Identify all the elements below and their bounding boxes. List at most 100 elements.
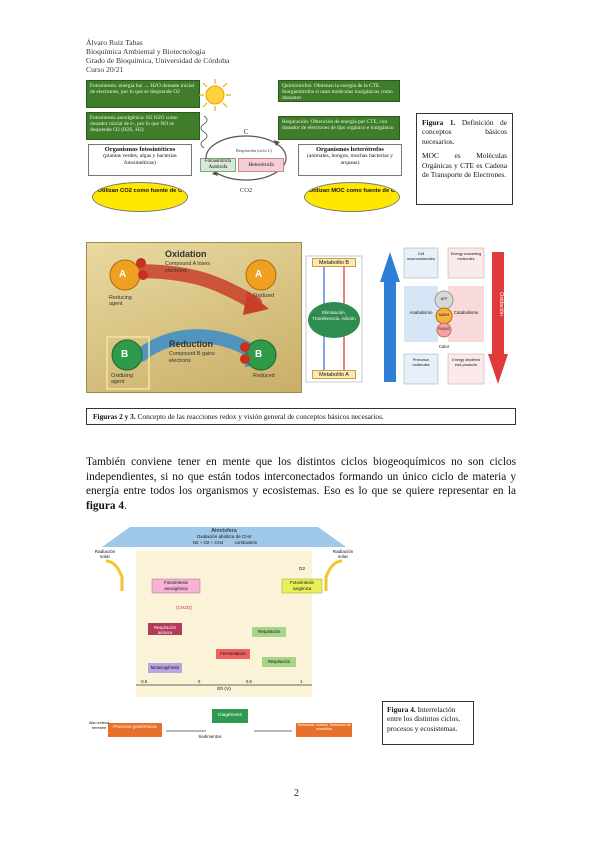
diagenesis-label: Diagénesis <box>218 713 242 718</box>
figure-1-caption: Figura 1. Definición de conceptos básico… <box>416 113 513 205</box>
solar-radiation-right <box>324 559 343 591</box>
reduction-axis-label: Reducción <box>364 300 370 326</box>
document-header: Álvaro Ruiz Tabas Bioquímica Ambiental y… <box>86 38 229 74</box>
anoxygenic-label: Fotosíntesis anoxigénica <box>164 580 188 591</box>
redox-panel-frame <box>305 255 363 383</box>
respiration-label-a: Respiración <box>257 629 281 634</box>
heterotroph-box: Organismos heterótrofos (animales, hongo… <box>298 144 402 176</box>
gases-label: N2 + O2 + CH4 <box>192 540 224 545</box>
cell-macro-text: Cell macromolecules <box>407 252 435 261</box>
fad-label: FADH2 <box>438 327 450 331</box>
reduction-title: Reduction <box>169 339 213 349</box>
o2-label: O2 <box>298 567 306 572</box>
precursor-text: Precursor molecules <box>412 358 430 367</box>
eh-tick: 0.5 <box>246 679 252 684</box>
figure-1-abbrev: MOC es Moléculas Orgánicas y CTE es Cade… <box>422 151 507 180</box>
eh-axis-label: Eh (V) <box>217 687 231 692</box>
heterotroph-subtitle: (animales, hongos, muchas bacterias y ar… <box>306 153 394 166</box>
oxidation-arrowhead <box>243 291 269 315</box>
catabolism-band <box>448 286 484 342</box>
heat-label: Calor <box>438 344 450 349</box>
co2-label: CO2 <box>240 187 252 194</box>
anoxic-respiration-box <box>148 623 182 635</box>
label-a-oxidized: A <box>255 269 263 280</box>
electron-icon <box>138 270 148 280</box>
tectonic-box <box>296 723 352 737</box>
heterotroph-label-box: Heterótrofa <box>238 158 284 172</box>
figure-4-biogeochemical-cycles: Atmósfera Oxidación abiótica de CH4 N2 +… <box>86 521 362 750</box>
label-a: A <box>119 269 127 280</box>
reduction-subtitle: Compound B gains electrons <box>169 351 215 364</box>
atmosphere-band <box>102 527 346 547</box>
electron-icon <box>240 354 250 364</box>
figure-1-text: Definición de conceptos básicos necesari… <box>422 118 507 146</box>
figure-1-diagram: Fotosíntesis: energía luz → H2O donante … <box>86 78 404 230</box>
energy-text: Energy converting molecules <box>450 252 482 261</box>
atp-label: ATP <box>440 297 448 301</box>
autotroph-title: Organismos fotosintéticos <box>104 146 176 153</box>
paragraph-end: . <box>123 499 127 512</box>
fermentation-label: Fermentación <box>220 651 246 656</box>
oxygenic-label: Fotosíntesis oxigénica <box>290 580 314 591</box>
nadh-label: NADH <box>438 313 450 317</box>
anoxygenic-photosynthesis-box <box>151 578 201 594</box>
figure-3-metabolism: Metabolito B Metabolito A Eliminación, T… <box>304 242 516 393</box>
page-number: 2 <box>294 788 299 799</box>
compound-b-circle <box>111 339 143 371</box>
author: Álvaro Ruiz Tabas <box>86 38 143 47</box>
respiration-box-a <box>252 627 286 637</box>
methanogenesis-box <box>148 663 182 673</box>
academic-year: Curso 20/21 <box>86 65 124 74</box>
figure-4-text: Interrelación entre los distintos ciclos… <box>387 705 461 733</box>
body-paragraph: También conviene tener en mente que los … <box>86 455 516 513</box>
methanogenesis-label: Metanogénesis <box>150 665 180 670</box>
oxidation-subtitle: Compound A loses electrons <box>165 261 210 274</box>
atmosphere-label: Atmósfera <box>211 528 237 534</box>
degree: Grado de Bioquímica, Universidad de Córd… <box>86 56 230 65</box>
fermentation-box <box>216 649 250 659</box>
paragraph-text: También conviene tener en mente que los … <box>86 456 516 498</box>
geothermal-label: Procesos geotérmicos <box>113 724 157 729</box>
sediments-label: Sedimentos <box>198 734 222 739</box>
anoxygenic-box: Fotosíntesis anoxigénica: H2 H2O como do… <box>86 112 200 140</box>
wavy-arrow-icon <box>200 115 208 149</box>
anabolism-band <box>404 286 438 342</box>
oxidation-arrow <box>126 264 262 310</box>
diagenesis-box <box>212 709 248 723</box>
energy-box <box>447 247 485 279</box>
ch2o-label: [CH2O] <box>176 605 192 610</box>
respiration-box-b <box>262 657 296 667</box>
metabolite-b-label: Metabolito B <box>312 258 356 267</box>
autotroph-box: Organismos fotosintéticos (plantas verde… <box>88 144 192 176</box>
oxidized-label: Oxidized <box>253 293 274 299</box>
figure-1-label: Figura 1. <box>422 118 456 127</box>
figure-4-label: Figura 4. <box>387 705 416 714</box>
oxidized-a-circle <box>245 259 277 291</box>
oxidizing-agent-frame <box>106 336 150 390</box>
autotroph-subtitle: (plantas verdes, algas y bacterias fotos… <box>103 153 177 166</box>
heterotroph-carbon-source: Utilizan MOC como fuente de C <box>304 182 400 212</box>
fad-circle <box>436 322 452 338</box>
oxidation-big-arrow <box>488 252 508 384</box>
electron-icon <box>240 342 250 352</box>
c-label: C <box>244 128 249 136</box>
solar-left-label: Radiación solar <box>94 549 116 560</box>
eh-tick: 0 <box>198 679 201 684</box>
figures-2-3-label: Figuras 2 y 3. <box>93 412 136 421</box>
eh-tick: 1 <box>300 679 303 684</box>
respiration-box: Respiración: Obtención de energía por CT… <box>278 116 400 140</box>
solar-right-label: Radiación solar <box>332 549 354 560</box>
endproducts-text: Energy depleted end-products <box>452 358 480 367</box>
respiration-label-b: Respiración <box>267 659 291 664</box>
figures-2-3-caption: Figuras 2 y 3. Concepto de las reaccione… <box>86 408 516 425</box>
autotroph-carbon-source: Utilizan CO2 como fuente de C <box>92 182 188 212</box>
geothermal-box <box>108 723 162 737</box>
photosynthesis-box: Fotosíntesis: energía luz → H2O donante … <box>86 80 200 108</box>
reducing-agent-label: Reducing agent <box>109 295 132 308</box>
anoxic-respiration-label: Respiración anóxica <box>153 625 177 635</box>
paragraph-figure-ref: figura 4 <box>86 499 124 512</box>
oxygenic-photosynthesis-box <box>281 578 323 594</box>
upper-crust-label: Alta corteza terrestre <box>88 721 110 730</box>
cycle-label: Respiración (ciclo C) <box>236 148 272 153</box>
figures-2-3-text: Concepto de las reacciones redox y visió… <box>135 412 384 421</box>
